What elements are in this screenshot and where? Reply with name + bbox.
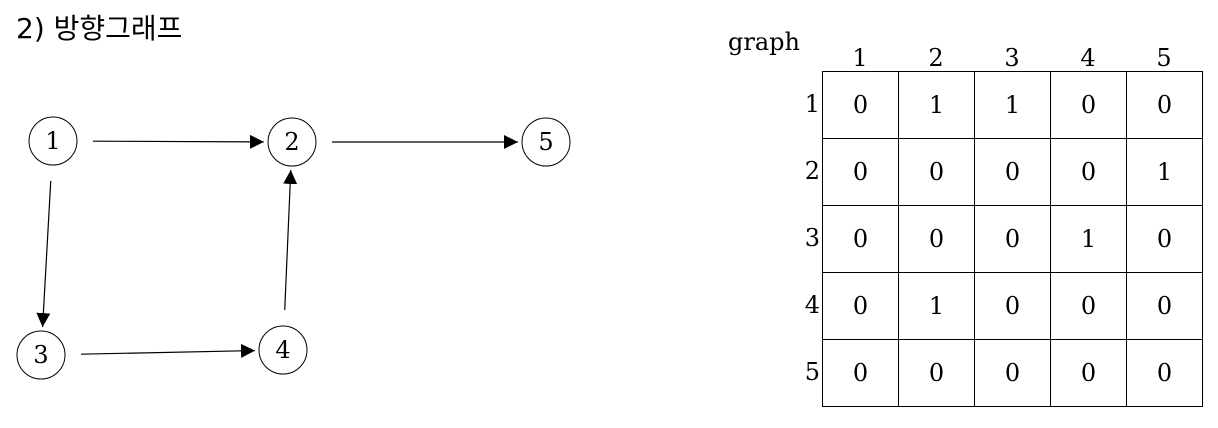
matrix-cell: 0 — [1126, 272, 1203, 340]
node-label: 1 — [45, 127, 60, 155]
matrix-row-header: 4 — [804, 291, 820, 319]
node-circle — [16, 330, 66, 380]
matrix-col-header: 1 — [852, 44, 868, 72]
graph-node: 1 — [28, 116, 78, 166]
edge-arrow-1-to-3 — [36, 180, 52, 328]
node-label: 2 — [284, 128, 299, 156]
matrix-col-header: 3 — [1004, 44, 1020, 72]
matrix-cell: 0 — [1050, 71, 1127, 139]
node-circle — [258, 325, 308, 375]
matrix-cell: 0 — [1050, 138, 1127, 206]
node-circle — [28, 116, 78, 166]
matrix-cell: 0 — [1050, 339, 1127, 407]
graph-node: 4 — [258, 325, 308, 375]
matrix-cell: 1 — [898, 71, 975, 139]
matrix-row-header: 5 — [804, 358, 820, 386]
matrix-cell: 0 — [898, 205, 975, 273]
matrix-col-header: 5 — [1156, 44, 1172, 72]
edge-arrow-4-to-2 — [283, 169, 298, 311]
graph-node: 5 — [521, 117, 571, 167]
matrix-cell: 1 — [1050, 205, 1127, 273]
node-label: 3 — [33, 341, 48, 369]
matrix-row: 0 1 1 0 0 — [822, 71, 1203, 139]
node-circle — [267, 117, 317, 167]
matrix-cell: 0 — [1050, 272, 1127, 340]
matrix-cell: 0 — [898, 138, 975, 206]
matrix-cell: 1 — [1126, 138, 1203, 206]
matrix-cell: 0 — [974, 272, 1051, 340]
matrix-row-header: 1 — [804, 90, 820, 118]
matrix-row: 0 0 0 0 0 — [822, 339, 1203, 407]
edge-arrow-1-to-2 — [92, 134, 265, 149]
node-label: 4 — [275, 336, 290, 364]
edges-layer — [36, 134, 518, 358]
matrix-row: 0 0 0 0 1 — [822, 138, 1203, 206]
matrix-cell: 0 — [1126, 339, 1203, 407]
matrix-col-header: 2 — [928, 44, 944, 72]
matrix-cell: 0 — [1126, 71, 1203, 139]
matrix-cell: 0 — [822, 138, 899, 206]
matrix-cell: 0 — [822, 339, 899, 407]
matrix-cell: 0 — [822, 272, 899, 340]
matrix-cell: 0 — [974, 138, 1051, 206]
matrix-cell: 1 — [974, 71, 1051, 139]
matrix-cell: 0 — [974, 339, 1051, 407]
matrix-cell: 1 — [898, 272, 975, 340]
matrix-cell: 0 — [974, 205, 1051, 273]
section-heading: 2) 방향그래프 — [16, 12, 183, 45]
directed-graph-diagram: 1 2 3 4 5 — [16, 116, 571, 380]
matrix-cell: 0 — [898, 339, 975, 407]
matrix-col-header: 4 — [1080, 44, 1096, 72]
matrix-title: graph — [728, 28, 800, 56]
edge-arrow-3-to-4 — [80, 343, 256, 358]
matrix-row: 0 1 0 0 0 — [822, 272, 1203, 340]
node-label: 5 — [538, 128, 553, 156]
matrix-row: 0 0 0 1 0 — [822, 205, 1203, 273]
matrix-cell: 0 — [1126, 205, 1203, 273]
nodes-layer: 1 2 3 4 5 — [16, 116, 571, 380]
matrix-row-header: 2 — [804, 157, 820, 185]
node-circle — [521, 117, 571, 167]
matrix-cell: 0 — [822, 205, 899, 273]
matrix-cell: 0 — [822, 71, 899, 139]
matrix-row-header: 3 — [804, 224, 820, 252]
adjacency-matrix: 0 1 1 0 0 0 0 0 0 1 0 0 0 1 0 0 1 0 0 0 … — [822, 71, 1203, 407]
graph-node: 2 — [267, 117, 317, 167]
graph-node: 3 — [16, 330, 66, 380]
